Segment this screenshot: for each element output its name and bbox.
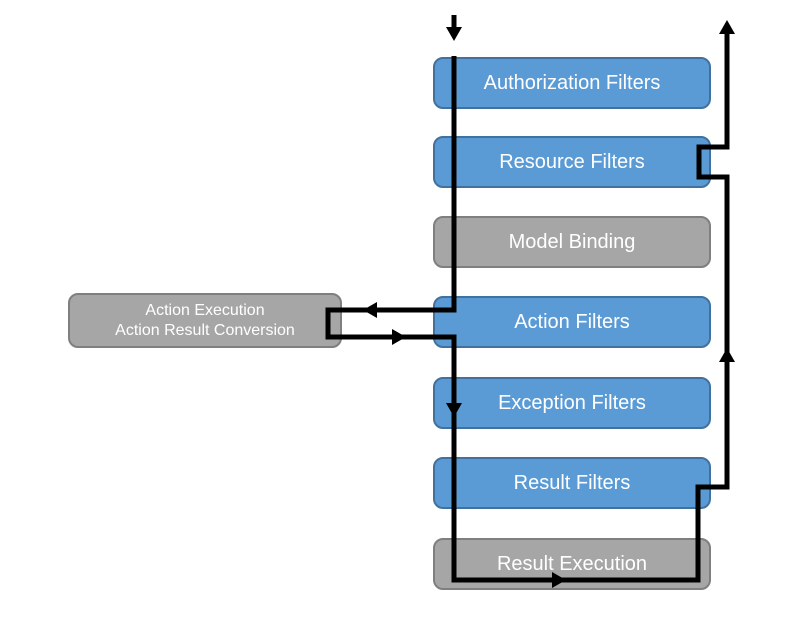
node-label: Result Filters xyxy=(513,471,631,494)
node-resource-filters: Resource Filters xyxy=(433,136,711,188)
node-action-filters: Action Filters xyxy=(433,296,711,348)
node-result-filters: Result Filters xyxy=(433,457,711,509)
node-label: Authorization Filters xyxy=(483,71,661,94)
node-label: Exception Filters xyxy=(498,391,646,414)
node-label: Resource Filters xyxy=(499,150,645,173)
node-action-execution: Action Execution Action Result Conversio… xyxy=(68,293,342,348)
node-exception-filters: Exception Filters xyxy=(433,377,711,429)
node-label: Model Binding xyxy=(508,230,636,253)
arrow-to-action-execution-icon xyxy=(363,302,377,318)
arrow-exit-top-icon xyxy=(719,20,735,34)
node-label: Action Filters xyxy=(514,310,630,333)
node-model-binding: Model Binding xyxy=(433,216,711,268)
node-authorization-filters: Authorization Filters xyxy=(433,57,711,109)
arrow-enter-top-icon xyxy=(446,27,462,41)
node-label-line2: Action Result Conversion xyxy=(115,321,295,339)
arrow-from-action-execution-icon xyxy=(392,329,406,345)
node-label-line1: Action Execution xyxy=(145,301,265,319)
node-result-execution: Result Execution xyxy=(433,538,711,590)
node-label: Result Execution xyxy=(496,552,648,575)
arrow-up-response-mid-icon xyxy=(719,348,735,362)
